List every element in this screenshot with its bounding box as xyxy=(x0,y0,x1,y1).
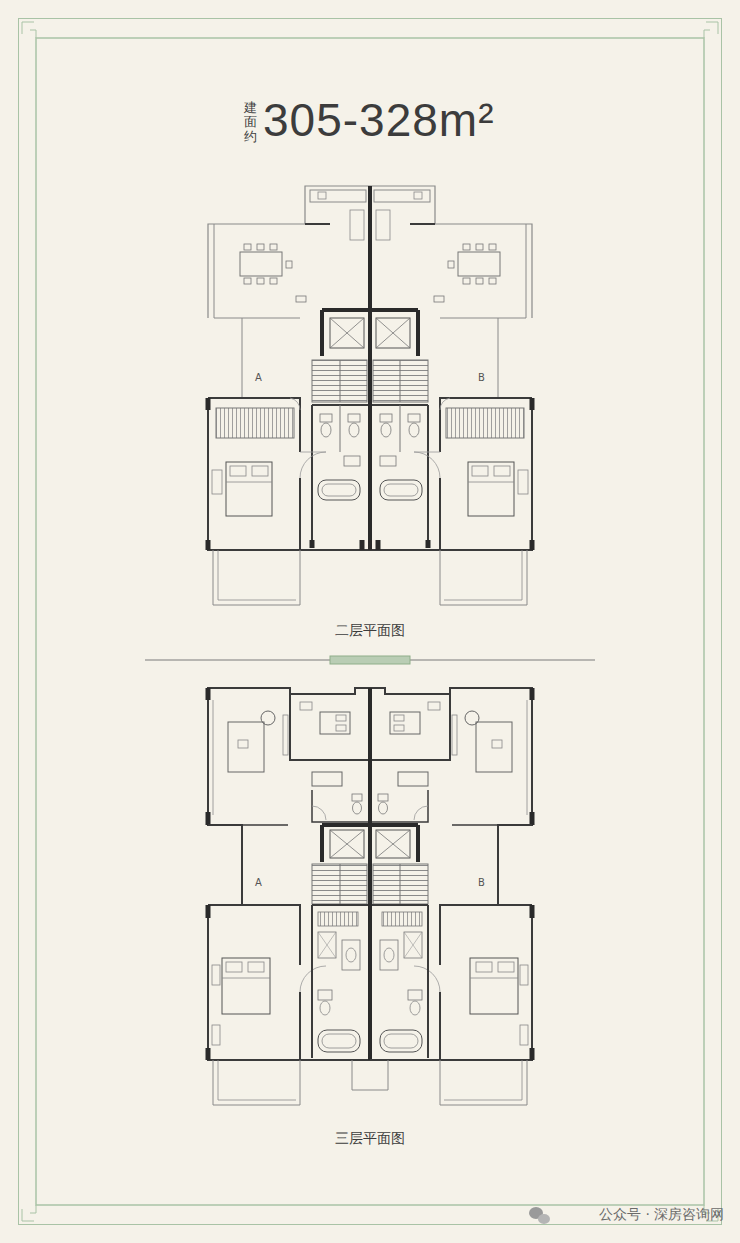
unit-label: B xyxy=(478,877,485,888)
third-floor-plan xyxy=(208,688,532,1105)
divider xyxy=(145,656,595,664)
area-prefix: 建面约 xyxy=(244,101,257,144)
unit-label: B xyxy=(478,372,485,383)
area-title: 305-328m² xyxy=(263,93,494,147)
plan-caption: 二层平面图 xyxy=(335,622,405,640)
watermark: 公众号 · 深房咨询网 xyxy=(599,1206,724,1224)
unit-label: A xyxy=(255,372,262,383)
plan-caption: 三层平面图 xyxy=(335,1130,405,1148)
second-floor-plan xyxy=(208,186,532,605)
unit-label: A xyxy=(255,877,262,888)
wechat-icon xyxy=(529,1207,550,1224)
decorative-frame xyxy=(19,19,722,1225)
